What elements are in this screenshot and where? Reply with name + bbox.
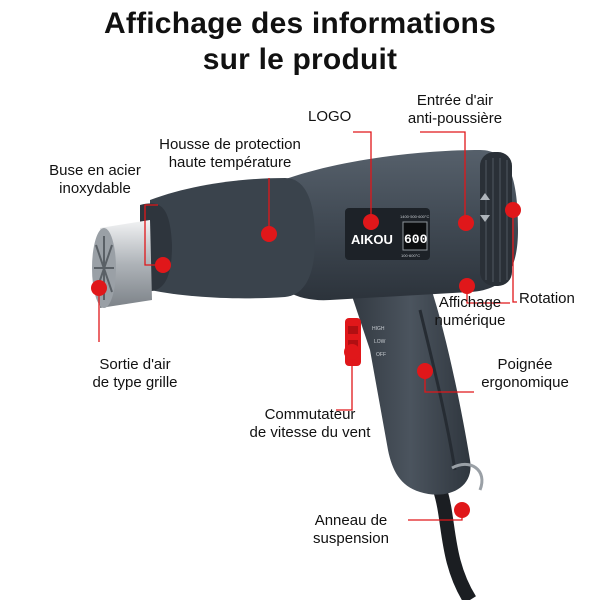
handle: [350, 285, 471, 495]
temperature-buttons: [480, 193, 490, 222]
air-intake-marker: [458, 215, 474, 231]
label-logo-text: LOGO: [308, 108, 352, 125]
switch-label-low: LOW: [374, 339, 386, 345]
switch-marker: [344, 344, 360, 360]
red-markers: [91, 202, 521, 518]
brand-logo: AIKOU: [351, 232, 393, 247]
handle-grip-ridge: [418, 309, 457, 471]
label-display: Affichage numérique: [430, 294, 510, 330]
logo-marker: [363, 214, 379, 230]
label-air-intake-line-2: anti-poussière: [407, 110, 503, 127]
page-title-line-1: Affichage des informations: [104, 7, 496, 40]
grille-marker: [91, 280, 107, 296]
label-housing-line-1: Housse de protection: [159, 136, 301, 153]
label-grille-line-1: Sortie d'air: [99, 356, 171, 373]
digital-display-value: 600: [404, 232, 428, 247]
page-title-line-2: sur le produit: [202, 43, 398, 76]
label-handle: Poignée ergonomique: [470, 356, 580, 392]
ring-marker: [454, 502, 470, 518]
switch-label-high: HIGH: [372, 326, 385, 332]
hanging-ring: [451, 462, 484, 491]
rear-air-intake: [480, 152, 512, 286]
label-nozzle-line-2: inoxydable: [59, 180, 131, 197]
label-nozzle-line-1: Buse en acier: [49, 162, 141, 179]
label-nozzle: Buse en acier inoxydable: [40, 162, 150, 198]
label-switch: Commutateur de vitesse du vent: [235, 406, 385, 442]
label-display-line-1: Affichage: [438, 294, 502, 311]
protective-housing: [150, 178, 315, 299]
handle-marker: [417, 363, 433, 379]
label-grille: Sortie d'air de type grille: [70, 356, 200, 392]
label-rotation-text: Rotation: [519, 290, 575, 307]
display-spec-top: 1400·500·600°C: [400, 214, 430, 219]
switch-label-off: OFF: [376, 352, 386, 358]
label-logo: LOGO: [308, 108, 351, 126]
power-cable: [433, 487, 477, 600]
rotation-marker: [505, 202, 521, 218]
label-handle-line-2: ergonomique: [481, 374, 569, 391]
label-air-intake: Entrée d'air anti-poussière: [395, 92, 515, 128]
label-housing-line-2: haute température: [168, 154, 292, 171]
label-ring-line-2: suspension: [313, 530, 389, 547]
display-marker: [459, 278, 475, 294]
display-spec-bottom: 100·600°C: [401, 253, 420, 258]
label-housing: Housse de protection haute température: [155, 136, 305, 172]
nozzle-marker: [155, 257, 171, 273]
label-rotation: Rotation: [519, 290, 575, 308]
label-switch-line-2: de vitesse du vent: [249, 424, 371, 441]
label-grille-line-2: de type grille: [92, 374, 178, 391]
label-handle-line-1: Poignée: [497, 356, 553, 373]
label-ring-line-1: Anneau de: [314, 512, 388, 529]
housing-marker: [261, 226, 277, 242]
page-title: Affichage des informations sur le produi…: [0, 6, 600, 78]
label-air-intake-line-1: Entrée d'air: [416, 92, 494, 109]
leader-lines: [98, 131, 517, 521]
label-switch-line-1: Commutateur: [264, 406, 356, 423]
label-ring: Anneau de suspension: [296, 512, 406, 548]
label-display-line-2: numérique: [434, 312, 506, 329]
